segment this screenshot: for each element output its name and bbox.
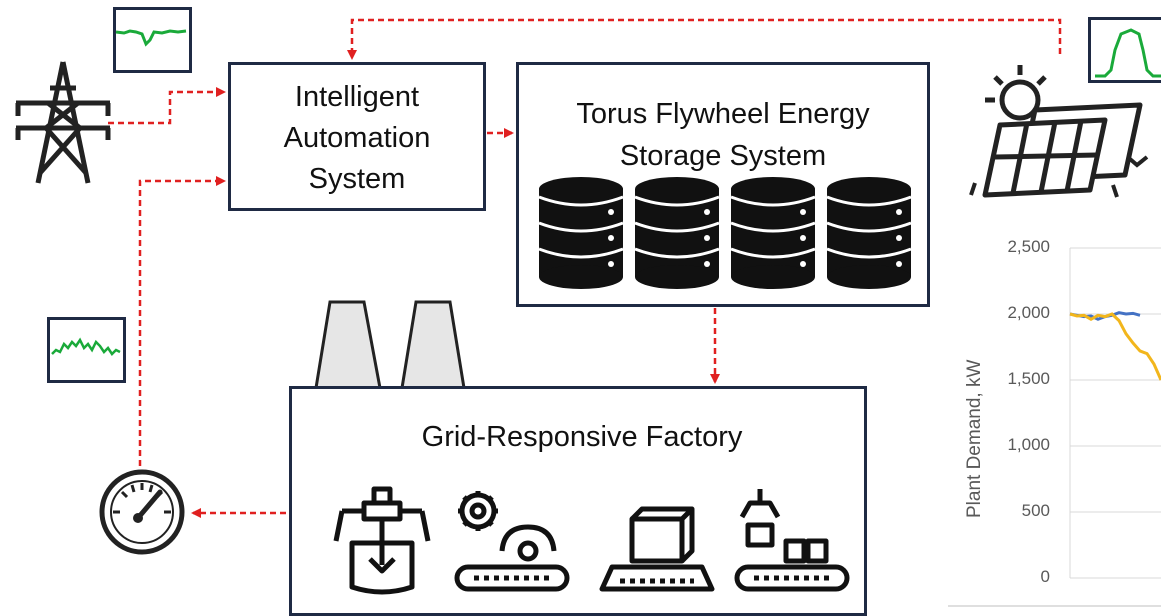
tower-signal-trace [115,29,187,47]
solar-to-automation-arrow [347,18,1062,60]
chart-y-axis-label: Plant Demand, kW [964,359,985,518]
chart-y-tick-label: 2,500 [1007,237,1050,256]
factory-stacks-icon [314,300,466,390]
grid-responsive-factory-box: Grid-Responsive Factory [289,386,867,616]
intelligent-automation-system-label: Intelligent Automation System [283,81,431,195]
tower-to-automation-arrow [108,87,226,125]
plant-demand-chart: Plant Demand, kW 2,500 2,000 1,500 1,000 500… [948,228,1161,616]
transmission-tower-icon [15,61,111,184]
meter-signal-trace [51,337,121,356]
sun-icon [985,65,1047,121]
solar-signal-trace [1095,28,1161,78]
chart-y-tick-label: 2,000 [1007,303,1050,322]
meter-to-automation-arrow [138,176,226,466]
intelligent-automation-system-box: Intelligent Automation System [228,62,486,211]
flywheel-storage-label: Torus Flywheel Energy Storage System [576,98,870,172]
flywheel-storage-box: Torus Flywheel Energy Storage System [516,62,930,307]
solar-signal-thumbnail [1088,17,1161,83]
chart-y-tick-label: 500 [1021,501,1050,520]
chart-y-tick-label: 1,500 [1007,369,1050,388]
chart-y-tick-label: 1,000 [1007,435,1050,454]
chart-y-tick-label: 0 [1040,567,1050,586]
meter-signal-thumbnail [47,317,126,383]
meter-gauge-icon [99,469,185,555]
chart-series-line-2 [1069,312,1161,381]
grid-responsive-factory-label: Grid-Responsive Factory [421,421,743,453]
mixer-robot-icon [333,486,431,595]
robot-arm-conveyor-icon [734,489,850,592]
solar-panel-icon [969,65,1149,198]
tower-signal-thumbnail [113,7,192,73]
factory-machines-row [333,486,850,595]
chart-plot-area [948,247,1161,607]
gears-conveyor-icon [454,491,570,592]
box-conveyor-icon [599,506,715,592]
